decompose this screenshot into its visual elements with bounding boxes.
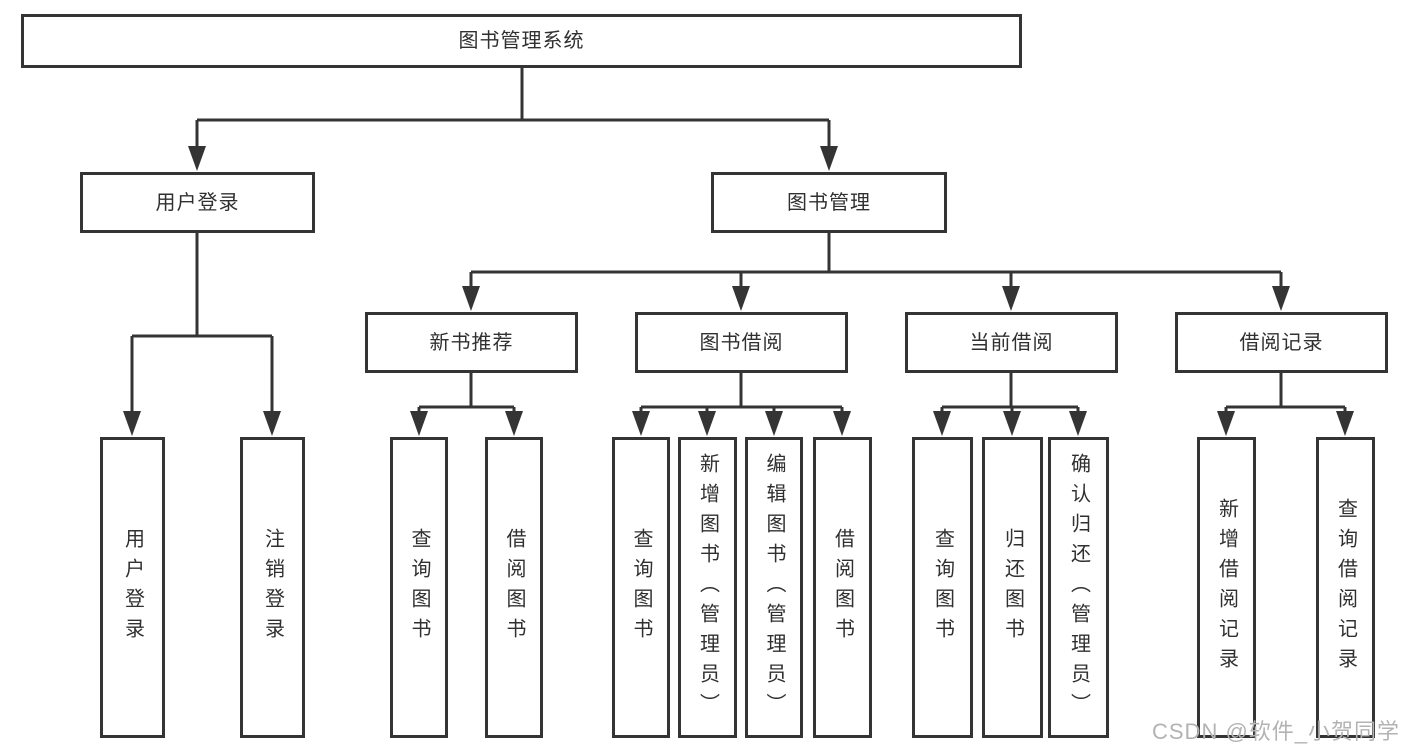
node-label: 查询图书 (931, 527, 954, 648)
node-label: 编辑图书（管理员） (763, 452, 785, 723)
node-label: 借阅记录 (1239, 331, 1324, 354)
node-borrow-record: 借阅记录 (1175, 312, 1388, 373)
node-leaf-confirm-return-admin: 确认归还（管理员） (1048, 437, 1109, 738)
connector-current-borrow (933, 373, 1087, 436)
node-label: 借阅图书 (831, 527, 854, 648)
node-leaf-edit-book-admin: 编辑图书（管理员） (745, 437, 803, 738)
node-label: 查询图书 (408, 527, 430, 648)
connector-book-borrow (632, 373, 851, 436)
node-new-book-recommend: 新书推荐 (365, 312, 578, 373)
node-user-login: 用户登录 (80, 172, 315, 233)
node-leaf-return-book: 归还图书 (982, 437, 1043, 738)
node-label: 归还图书 (1001, 527, 1024, 648)
node-label: 借阅图书 (503, 527, 525, 648)
node-current-borrow: 当前借阅 (905, 312, 1118, 373)
node-leaf-query-book-3: 查询图书 (912, 437, 973, 738)
node-label: 查询借阅记录 (1334, 497, 1357, 678)
node-label: 注销登录 (261, 527, 284, 648)
node-label: 新书推荐 (429, 331, 514, 354)
node-label: 图书管理 (787, 191, 871, 214)
node-leaf-user-login: 用户登录 (100, 437, 165, 738)
node-book-management: 图书管理 (711, 172, 947, 233)
node-leaf-add-borrow-record: 新增借阅记录 (1197, 437, 1256, 738)
connector-book-management (462, 233, 1290, 311)
node-label: 图书借阅 (699, 331, 784, 354)
connector-new-book (410, 373, 523, 436)
node-label: 确认归还（管理员） (1067, 452, 1090, 723)
node-leaf-logout: 注销登录 (240, 437, 305, 738)
node-leaf-query-book-2: 查询图书 (612, 437, 670, 738)
connector-root (188, 68, 838, 171)
node-book-borrow: 图书借阅 (635, 312, 848, 373)
node-label: 用户登录 (121, 527, 144, 648)
node-label: 图书管理系统 (458, 30, 585, 52)
node-label: 新增借阅记录 (1215, 497, 1238, 678)
node-leaf-borrow-book-2: 借阅图书 (813, 437, 872, 738)
node-leaf-query-borrow-record: 查询借阅记录 (1316, 437, 1375, 738)
node-label: 查询图书 (630, 527, 652, 648)
node-leaf-query-book-1: 查询图书 (390, 437, 448, 738)
node-label: 新增图书（管理员） (696, 452, 719, 723)
connector-user-login (123, 233, 281, 436)
node-root-system: 图书管理系统 (21, 14, 1022, 68)
node-leaf-borrow-book-1: 借阅图书 (485, 437, 543, 738)
node-label: 用户登录 (155, 191, 240, 214)
watermark: CSDN @软件_小贺同学 (1152, 719, 1401, 744)
connector-borrow-record (1217, 373, 1354, 436)
node-label: 当前借阅 (969, 331, 1054, 354)
node-leaf-add-book-admin: 新增图书（管理员） (678, 437, 737, 738)
